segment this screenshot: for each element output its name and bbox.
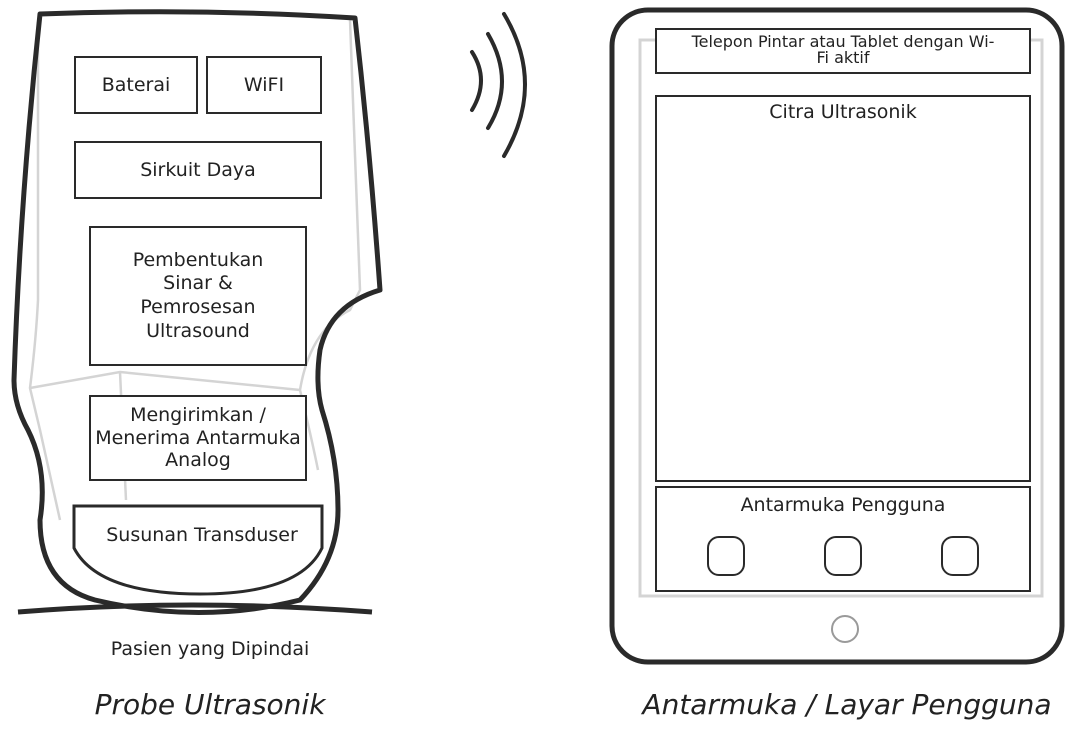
ui-button-1[interactable]: [707, 536, 745, 576]
user-interface-label: Antarmuka Pengguna: [740, 494, 946, 516]
battery-box: Baterai: [74, 56, 198, 114]
patient-skin-line: [17, 602, 373, 615]
ui-button-2[interactable]: [824, 536, 862, 576]
wifi-label: WiFI: [243, 73, 285, 96]
battery-label: Baterai: [101, 73, 171, 96]
analog-interface-label: Mengirimkan / Menerima Antarmuka Analog: [95, 403, 301, 472]
transducer-label: Susunan Transduser: [106, 524, 298, 546]
beamforming-box: Pembentukan Sinar & Pemrosesan Ultrasoun…: [89, 226, 307, 366]
tablet-caption: Antarmuka / Layar Pengguna: [642, 688, 1052, 721]
wifi-box: WiFI: [206, 56, 322, 114]
home-button-icon[interactable]: [831, 615, 859, 643]
tablet-frame: [609, 7, 1065, 665]
probe-caption: Probe Ultrasonik: [94, 688, 326, 721]
ultrasound-image-panel: Citra Ultrasonik: [655, 95, 1031, 482]
ultrasound-image-label: Citra Ultrasonik: [769, 101, 917, 123]
power-circuit-box: Sirkuit Daya: [74, 141, 322, 199]
analog-interface-box: Mengirimkan / Menerima Antarmuka Analog: [89, 395, 307, 481]
probe-outline: [11, 9, 383, 615]
transducer-lens: [72, 504, 324, 596]
tablet-header-label: Telepon Pintar atau Tablet dengan Wi-Fi …: [691, 32, 995, 67]
power-circuit-label: Sirkuit Daya: [140, 158, 256, 181]
tablet-header-box: Telepon Pintar atau Tablet dengan Wi-Fi …: [655, 28, 1031, 74]
ui-button-3[interactable]: [941, 536, 979, 576]
beamforming-label: Pembentukan Sinar & Pemrosesan Ultrasoun…: [132, 248, 264, 342]
patient-label: Pasien yang Dipindai: [110, 638, 310, 660]
wireless-signal-icon: [470, 12, 527, 158]
